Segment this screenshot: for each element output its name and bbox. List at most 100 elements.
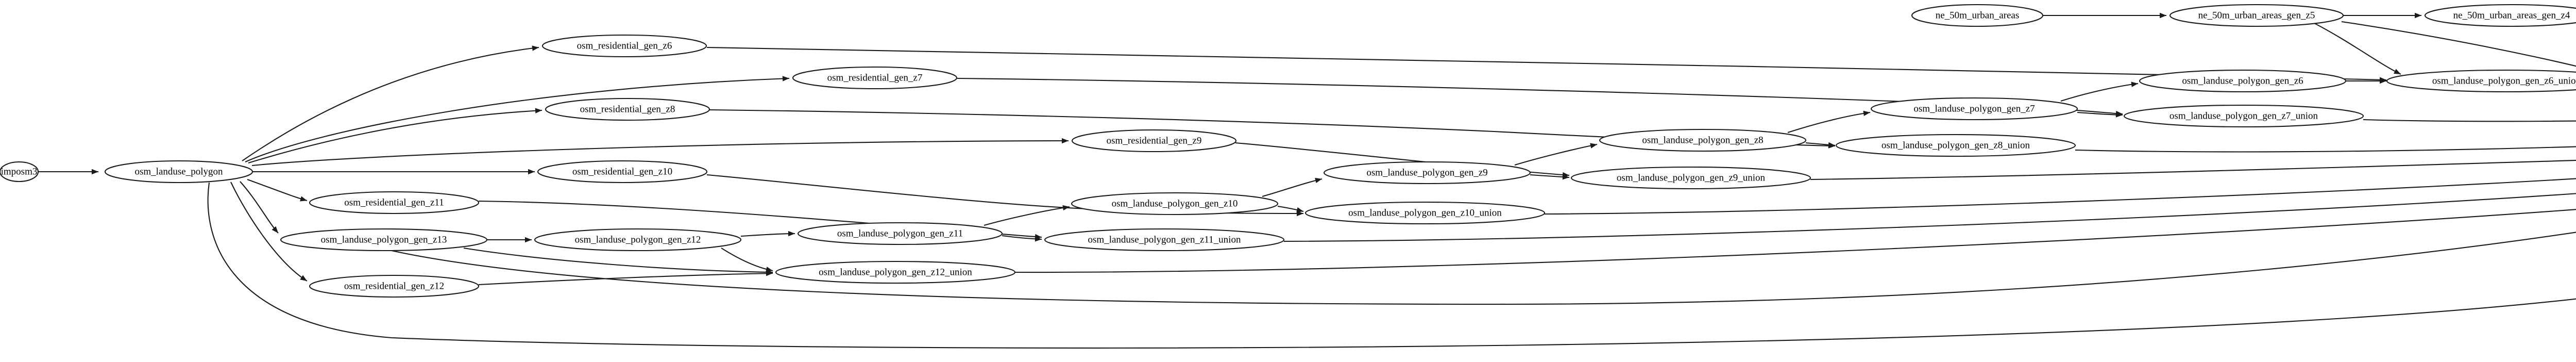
node-label: osm_residential_gen_z10	[572, 166, 672, 177]
edge-osm_residential_gen_z6-to-osm_landuse_polygon_gen_z6_union	[706, 46, 2387, 81]
node-osm_landuse_polygon_gen_z6_union[interactable]: osm_landuse_polygon_gen_z6_union	[2386, 69, 2576, 93]
node-osm_landuse_polygon_gen_z7_union[interactable]: osm_landuse_polygon_gen_z7_union	[2123, 104, 2364, 128]
node-osm_landuse_polygon_gen_z6[interactable]: osm_landuse_polygon_gen_z6	[2139, 69, 2347, 93]
node-osm_landuse_polygon_gen_z13[interactable]: osm_landuse_polygon_gen_z13	[280, 228, 488, 252]
arrow-head	[1562, 172, 1569, 178]
arrow-head	[532, 45, 539, 51]
edge-ne_50m_urban_areas_gen_z5-to-osm_landuse_polygon_gen_z6_union	[2313, 22, 2401, 75]
node-label: osm_residential_gen_z12	[344, 281, 444, 291]
arrow-head	[2131, 81, 2138, 87]
edge-osm_landuse_polygon-to-osm_residential_gen_z9	[251, 140, 1069, 167]
node-osm_landuse_polygon_gen_z7[interactable]: osm_landuse_polygon_gen_z7	[1870, 97, 2078, 121]
node-osm_residential_gen_z7[interactable]: osm_residential_gen_z7	[792, 66, 958, 90]
arrow-head	[788, 231, 795, 237]
node-osm_landuse_polygon[interactable]: osm_landuse_polygon	[104, 160, 253, 184]
edge-osm_landuse_polygon_gen_z9_union-to-table_z9	[1810, 159, 2576, 180]
node-osm_landuse_polygon_gen_z11[interactable]: osm_landuse_polygon_gen_z11	[797, 222, 1003, 245]
node-ne_50m_urban_areas[interactable]: ne_50m_urban_areas	[1911, 4, 2044, 27]
arrow-head	[528, 169, 535, 175]
node-label: osm_landuse_polygon_gen_z6	[2182, 75, 2303, 86]
edge-osm_landuse_polygon_gen_z13-to-table_z13	[391, 232, 2576, 305]
node-ellipse	[309, 274, 480, 298]
node-osm_landuse_polygon_gen_z12_union[interactable]: osm_landuse_polygon_gen_z12_union	[775, 260, 1016, 284]
arrow-head	[2160, 12, 2166, 19]
node-label: osm_landuse_polygon_gen_z12_union	[819, 267, 972, 277]
edge-osm_landuse_polygon-to-osm_residential_gen_z6	[242, 46, 539, 161]
nodes-layer: imposm3 osm_landuse_polygon osm_residentia…	[0, 4, 2576, 298]
edge-osm_landuse_polygon_gen_z12-to-osm_landuse_polygon_gen_z12_union	[721, 248, 773, 272]
node-ellipse	[0, 161, 39, 183]
node-ellipse	[1599, 128, 1807, 152]
node-osm_residential_gen_z6[interactable]: osm_residential_gen_z6	[541, 34, 707, 58]
node-ellipse	[2169, 4, 2344, 27]
arrow-head	[525, 237, 532, 243]
edge-osm_landuse_polygon-to-osm_residential_gen_z8	[248, 109, 543, 164]
node-osm_landuse_polygon_gen_z11_union[interactable]: osm_landuse_polygon_gen_z11_union	[1044, 228, 1285, 252]
node-ellipse	[2386, 69, 2576, 93]
node-ellipse	[1870, 97, 2078, 121]
node-label: osm_landuse_polygon_gen_z11	[837, 228, 963, 239]
arrow-head	[2394, 69, 2401, 74]
node-osm_landuse_polygon_gen_z12[interactable]: osm_landuse_polygon_gen_z12	[534, 228, 742, 252]
node-ellipse	[797, 222, 1003, 245]
edge-osm_landuse_polygon_gen_z8_union-to-table_z8	[2075, 146, 2576, 153]
node-ellipse	[1323, 161, 1531, 185]
arrow-head	[766, 267, 773, 272]
node-ellipse	[541, 34, 707, 58]
node-ellipse	[1570, 166, 1811, 190]
node-label: osm_residential_gen_z11	[344, 197, 444, 208]
node-label: osm_landuse_polygon_gen_z6_union	[2432, 75, 2576, 86]
edge-osm_landuse_polygon_gen_z8-to-osm_landuse_polygon_gen_z7	[1787, 111, 1871, 134]
node-ellipse	[2123, 104, 2364, 128]
node-label: osm_residential_gen_z9	[1107, 135, 1202, 146]
node-ellipse	[2139, 69, 2347, 93]
node-osm_residential_gen_z12[interactable]: osm_residential_gen_z12	[309, 274, 480, 298]
edges-layer	[39, 12, 2576, 349]
edge-osm_landuse_polygon-to-table_z14	[207, 182, 2576, 349]
edge-osm_landuse_polygon_gen_z11-to-osm_landuse_polygon_gen_z10	[984, 206, 1070, 226]
node-osm_residential_gen_z9[interactable]: osm_residential_gen_z9	[1071, 129, 1237, 153]
node-label: osm_landuse_polygon_gen_z9_union	[1617, 172, 1766, 183]
node-osm_residential_gen_z10[interactable]: osm_residential_gen_z10	[537, 160, 708, 184]
edge-ne_50m_urban_areas_gen_z5-to-table_z5	[2341, 21, 2576, 67]
node-label: osm_landuse_polygon_gen_z12	[575, 234, 701, 245]
edge-osm_landuse_polygon_gen_z11_union-to-table_z11	[1283, 193, 2576, 242]
arrow-head	[1035, 234, 1042, 240]
node-osm_landuse_polygon_gen_z9_union[interactable]: osm_landuse_polygon_gen_z9_union	[1570, 166, 1811, 190]
node-ne_50m_urban_areas_gen_z5[interactable]: ne_50m_urban_areas_gen_z5	[2169, 4, 2344, 27]
node-ne_50m_urban_areas_gen_z4[interactable]: ne_50m_urban_areas_gen_z4	[2425, 4, 2576, 27]
edge-osm_landuse_polygon_gen_z12_union-to-table_z12	[1014, 209, 2576, 273]
node-imposm3[interactable]: imposm3	[0, 161, 39, 183]
arrow-head	[782, 76, 789, 81]
arrow-head	[272, 226, 278, 233]
arrow-head	[535, 108, 542, 113]
edge-osm_landuse_polygon_gen_z13-to-osm_landuse_polygon_gen_z12_union	[463, 247, 773, 273]
node-ellipse	[1835, 134, 2076, 157]
node-ellipse	[792, 66, 958, 90]
arrow-head	[2379, 77, 2386, 83]
arrow-head	[766, 271, 773, 276]
edge-osm_landuse_polygon-to-osm_residential_gen_z11	[247, 179, 308, 202]
edge-osm_landuse_polygon_gen_z7-to-osm_landuse_polygon_gen_z6	[2060, 83, 2139, 102]
node-osm_landuse_polygon_gen_z10[interactable]: osm_landuse_polygon_gen_z10	[1071, 192, 1279, 216]
arrow-head	[1061, 138, 1069, 144]
node-ellipse	[775, 260, 1016, 284]
edge-osm_landuse_polygon_gen_z7_union-to-table_z7	[2363, 119, 2576, 122]
node-osm_landuse_polygon_gen_z9[interactable]: osm_landuse_polygon_gen_z9	[1323, 161, 1531, 185]
node-osm_landuse_polygon_gen_z10_union[interactable]: osm_landuse_polygon_gen_z10_union	[1304, 201, 1546, 225]
node-ellipse	[1071, 129, 1237, 153]
edge-osm_landuse_polygon_gen_z12-to-osm_landuse_polygon_gen_z11	[740, 233, 795, 237]
node-osm_residential_gen_z8[interactable]: osm_residential_gen_z8	[545, 97, 710, 121]
node-label: osm_residential_gen_z8	[580, 104, 675, 114]
node-label: osm_landuse_polygon_gen_z9	[1366, 167, 1487, 178]
node-osm_landuse_polygon_gen_z8[interactable]: osm_landuse_polygon_gen_z8	[1599, 128, 1807, 152]
node-osm_residential_gen_z11[interactable]: osm_residential_gen_z11	[309, 191, 480, 215]
node-label: osm_landuse_polygon_gen_z8_union	[1882, 140, 2030, 151]
arrow-head	[92, 169, 98, 175]
node-label: imposm3	[1, 166, 38, 177]
node-ellipse	[537, 160, 708, 184]
node-ellipse	[1071, 192, 1279, 216]
arrow-head	[2415, 12, 2421, 19]
node-osm_landuse_polygon_gen_z8_union[interactable]: osm_landuse_polygon_gen_z8_union	[1835, 134, 2076, 157]
